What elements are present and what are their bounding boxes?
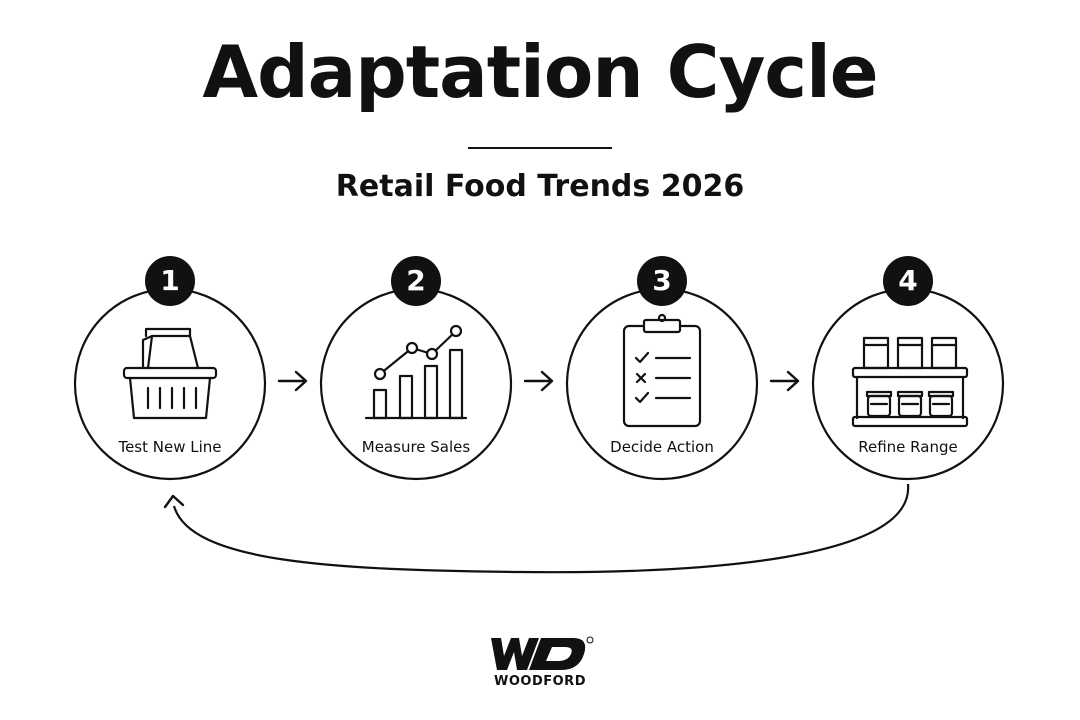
title-divider	[468, 147, 612, 149]
step-badge-1	[145, 256, 195, 306]
shelf-icon	[851, 336, 969, 428]
step-badge-2	[391, 256, 441, 306]
page-subtitle: Retail Food Trends 2026	[335, 169, 745, 204]
step-badge-3	[637, 256, 687, 306]
bar-chart-icon	[364, 324, 468, 420]
wd-logo-mark-icon	[491, 636, 594, 670]
step-number-4: 4	[898, 264, 918, 297]
woodford-logo: WOODFORD	[480, 634, 600, 690]
arrow-right-icon	[523, 370, 554, 392]
step-number-3: 3	[652, 264, 672, 297]
arrow-right-icon	[769, 370, 800, 392]
logo-wordmark: WOODFORD	[494, 674, 586, 689]
step-label-3: Decide Action	[610, 438, 714, 456]
step-label-2: Measure Sales	[361, 438, 471, 456]
arrow-right-icon	[277, 370, 308, 392]
basket-icon	[122, 327, 218, 420]
step-number-2: 2	[406, 264, 426, 297]
return-loop-arrow	[172, 483, 910, 574]
page-title: Adaptation Cycle	[202, 30, 878, 114]
step-badge-4	[883, 256, 933, 306]
step-number-1: 1	[160, 264, 180, 297]
return-arrow-head-icon	[163, 494, 185, 509]
clipboard-checklist-icon	[622, 313, 702, 428]
step-label-1: Test New Line	[118, 438, 222, 456]
step-label-4: Refine Range	[858, 438, 958, 456]
